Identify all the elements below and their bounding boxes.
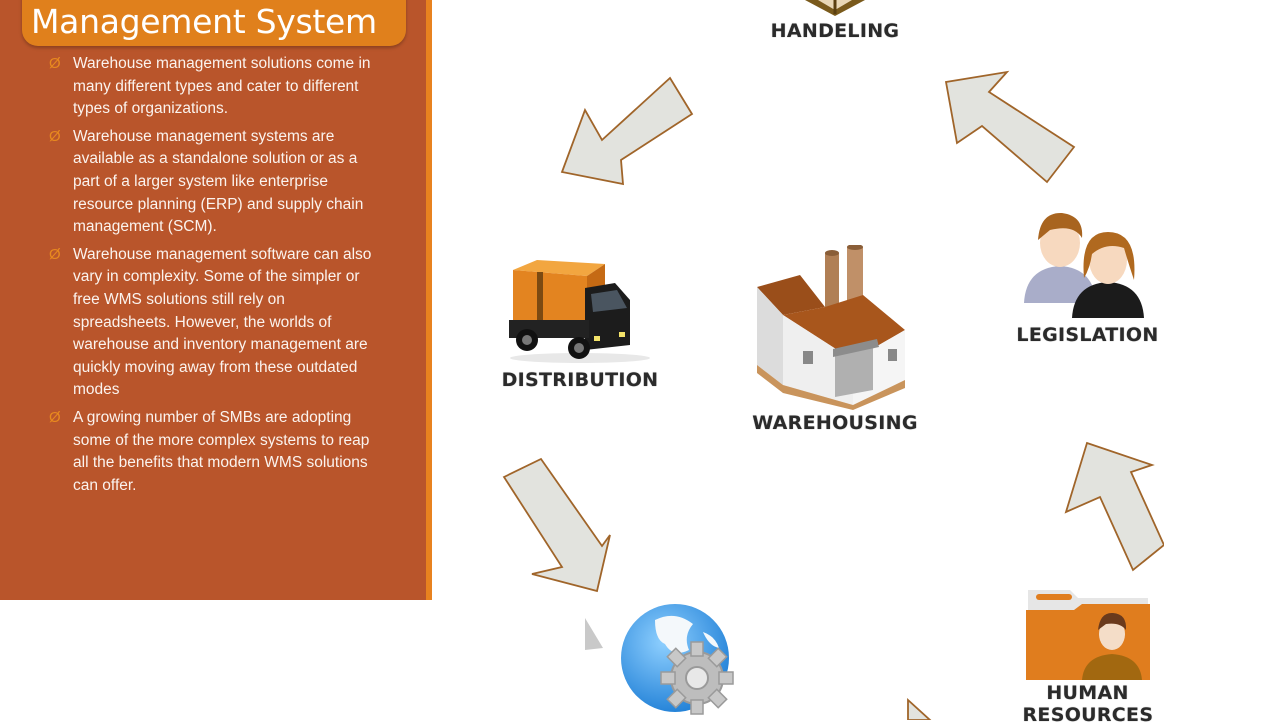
bullet-text: Warehouse management systems are availab…	[73, 127, 364, 236]
bullet-text: Warehouse management software can also v…	[73, 245, 372, 399]
cycle-diagram: HANDELING DISTRIBUTION	[440, 0, 1280, 726]
title-box: Management System	[22, 0, 406, 46]
node-warehousing: WAREHOUSING	[745, 245, 925, 434]
node-label-text: HUMAN RESOURCES	[1022, 682, 1154, 726]
node-label: HANDELING	[770, 20, 900, 42]
slide-title: Management System	[31, 2, 377, 41]
node-legislation: LEGISLATION	[1010, 208, 1165, 346]
bullet-item: Ø Warehouse management software can also…	[48, 244, 378, 402]
node-label: LEGISLATION	[1016, 324, 1159, 346]
warehouse-icon	[757, 245, 905, 410]
bullet-marker-icon: Ø	[49, 127, 61, 145]
arrow-icon	[907, 698, 932, 720]
bullet-list: Ø Warehouse management solutions come in…	[48, 53, 378, 502]
node-globe	[585, 600, 775, 720]
node-handeling: HANDELING	[760, 0, 910, 42]
people-icon	[1024, 212, 1144, 318]
node-label: DISTRIBUTION	[501, 369, 659, 391]
globe-gear-icon	[585, 604, 734, 715]
box-icon	[805, 0, 865, 16]
arrow-icon	[560, 76, 694, 186]
bullet-marker-icon: Ø	[49, 245, 61, 263]
content-panel: Management System Ø Warehouse management…	[0, 0, 426, 600]
bullet-item: Ø A growing number of SMBs are adopting …	[48, 407, 378, 497]
accent-edge	[426, 0, 432, 600]
bullet-text: Warehouse management solutions come in m…	[73, 55, 371, 118]
node-human-resources: HUMAN RESOURCES	[1010, 580, 1165, 726]
bullet-text: A growing number of SMBs are adopting so…	[73, 408, 370, 494]
bullet-item: Ø Warehouse management solutions come in…	[48, 53, 378, 121]
truck-icon	[509, 260, 650, 363]
hr-folder-icon	[1026, 590, 1150, 680]
node-label: WAREHOUSING	[752, 412, 918, 434]
bullet-item: Ø Warehouse management systems are avail…	[48, 126, 378, 239]
node-label: HUMAN RESOURCES	[1010, 682, 1165, 726]
arrow-icon	[1064, 441, 1164, 572]
arrow-icon	[944, 70, 1076, 184]
bullet-marker-icon: Ø	[49, 408, 61, 426]
node-distribution: DISTRIBUTION	[495, 250, 665, 391]
bullet-marker-icon: Ø	[49, 55, 61, 72]
arrow-icon	[502, 457, 611, 593]
